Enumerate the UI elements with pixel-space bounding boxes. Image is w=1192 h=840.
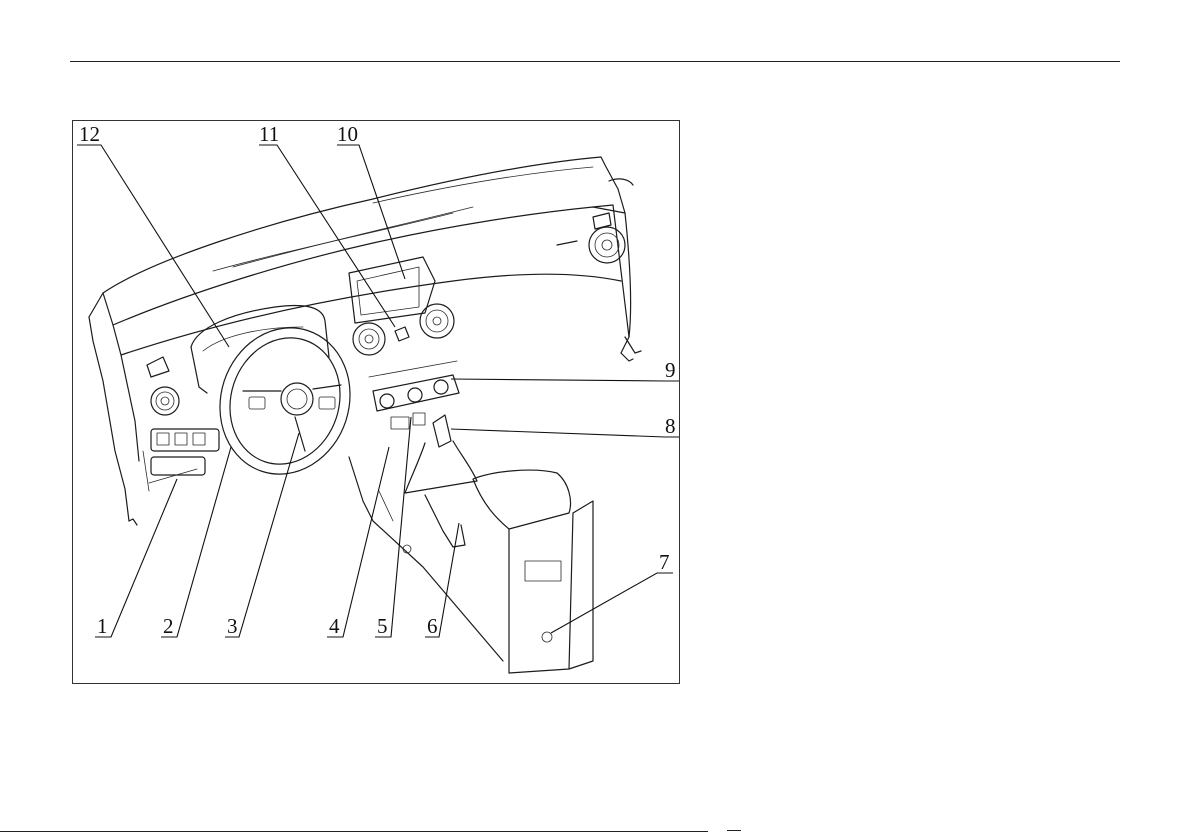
dashboard-body (89, 157, 633, 521)
callout-3: 3 (227, 614, 238, 638)
callout-4: 4 (329, 614, 340, 638)
instrument-cluster (191, 306, 329, 393)
callout-10: 10 (337, 122, 358, 146)
left-vent (147, 357, 179, 415)
header-rule (70, 61, 1120, 62)
dashboard-figure: 12 11 10 1 2 3 4 5 6 7 8 9 (72, 120, 680, 684)
callout-5: 5 (377, 614, 388, 638)
callout-12: 12 (79, 122, 100, 146)
center-vents (353, 304, 454, 355)
center-console (349, 457, 593, 673)
callout-1: 1 (97, 614, 108, 638)
gear-shifter (405, 415, 477, 493)
callout-9: 9 (665, 358, 676, 382)
footer-mark (727, 830, 741, 831)
callout-7: 7 (659, 550, 670, 574)
callout-11: 11 (259, 122, 279, 146)
callout-2: 2 (163, 614, 174, 638)
lower-trim (129, 337, 641, 525)
callout-6: 6 (427, 614, 438, 638)
callout-8: 8 (665, 414, 676, 438)
footer-rule (0, 831, 708, 832)
left-switch-panel (149, 429, 219, 483)
leader-lines (77, 145, 679, 637)
dashboard-line-drawing: 12 11 10 1 2 3 4 5 6 7 8 9 (73, 121, 679, 683)
